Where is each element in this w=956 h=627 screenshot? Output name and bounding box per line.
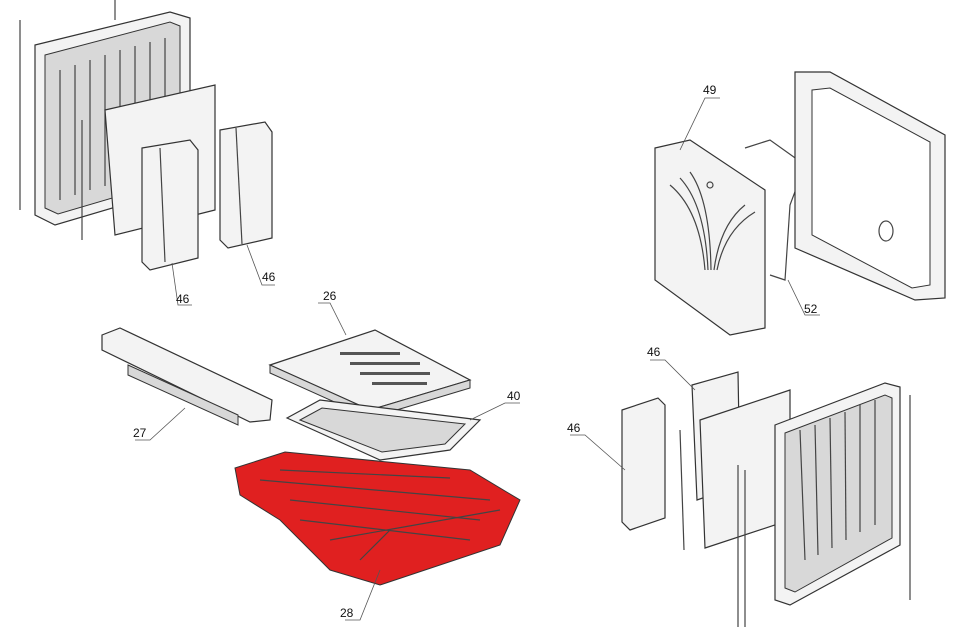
label-28: 28 <box>340 606 354 620</box>
label-52: 52 <box>804 302 818 316</box>
right-door-frame <box>737 382 911 627</box>
left-side-panel-b <box>219 121 273 249</box>
front-rail <box>101 327 273 426</box>
label-49: 49 <box>703 83 717 97</box>
ash-box <box>234 451 521 586</box>
right-side-panel-b <box>621 397 666 531</box>
label-46-left-a: 46 <box>176 292 190 306</box>
label-26: 26 <box>323 289 337 303</box>
back-plate <box>654 139 766 336</box>
label-27: 27 <box>133 426 147 440</box>
left-side-panel-a <box>141 139 199 271</box>
label-46-right-a: 46 <box>647 345 661 359</box>
grate-top <box>268 329 472 419</box>
tray <box>285 399 482 461</box>
leader-lines <box>135 97 820 621</box>
rear-frame <box>794 71 946 301</box>
label-40: 40 <box>507 389 521 403</box>
label-46-right-b: 46 <box>567 421 581 435</box>
label-46-left-b: 46 <box>262 270 276 284</box>
